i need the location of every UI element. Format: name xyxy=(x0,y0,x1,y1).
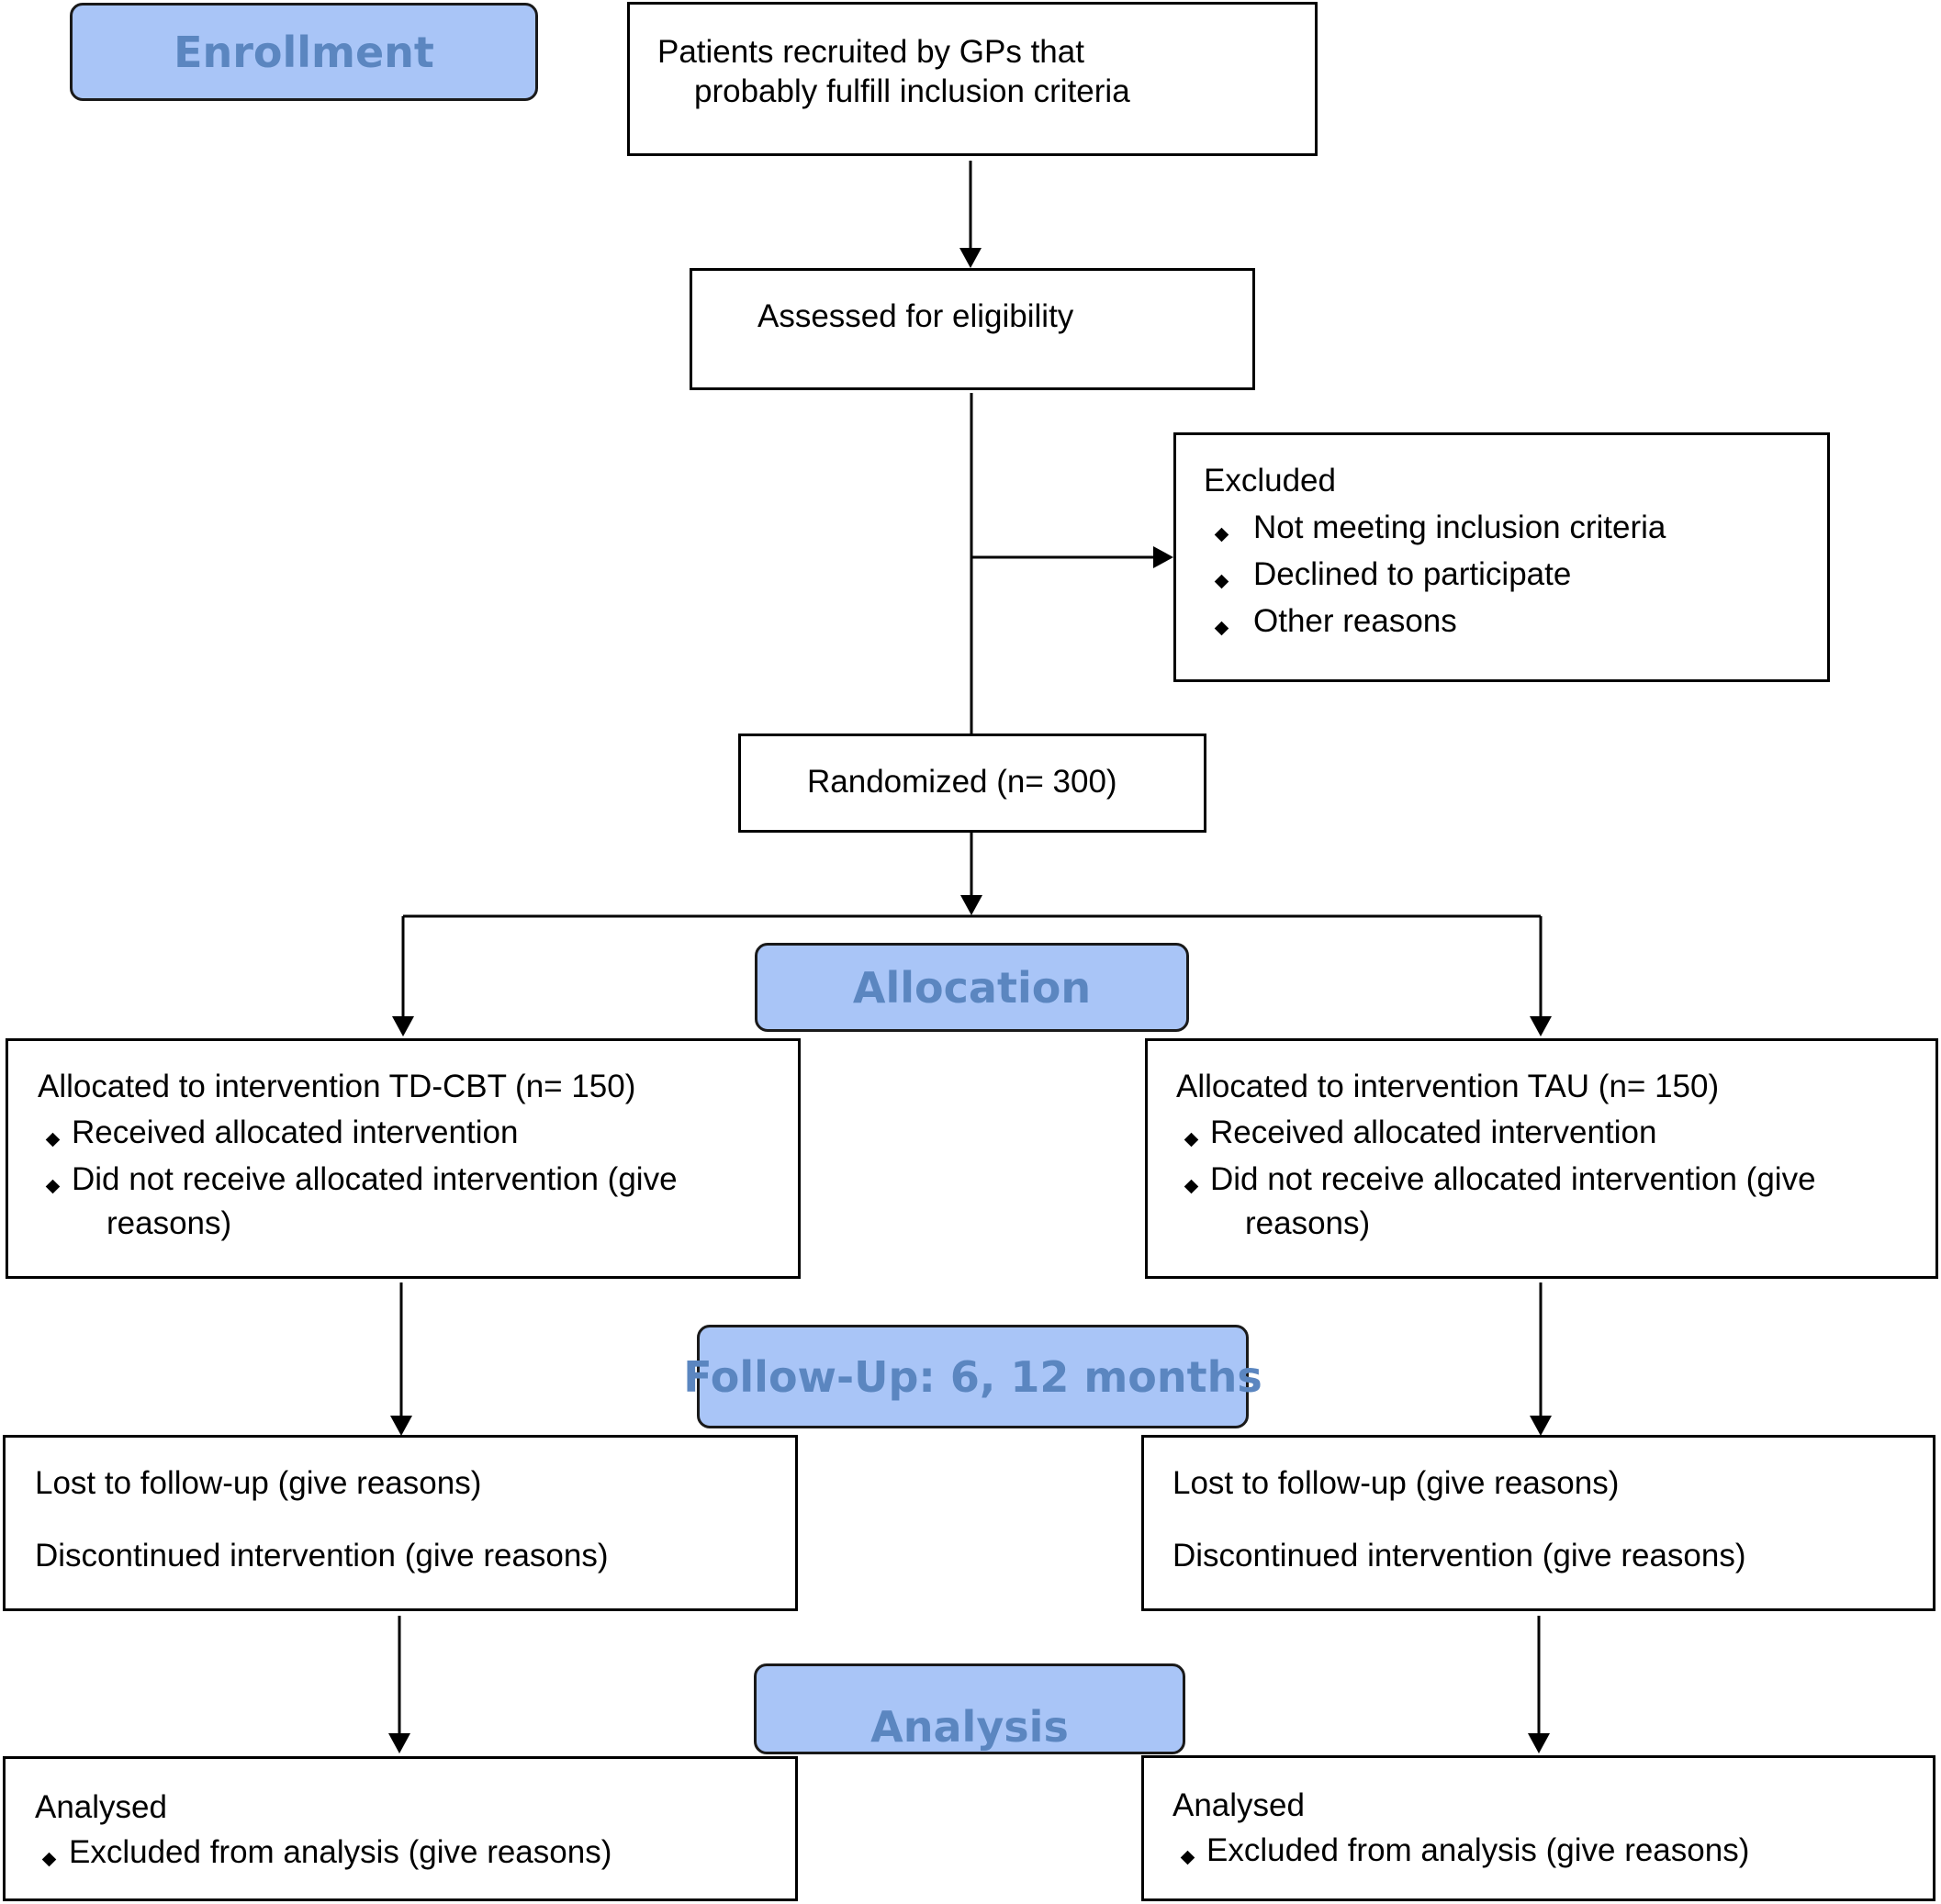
arrowhead-analysis-right xyxy=(1528,1733,1550,1753)
arrowhead-split xyxy=(960,895,982,915)
allocation-right-not-received: Did not receive allocated intervention (… xyxy=(1210,1161,1816,1197)
allocation-right-box: Allocated to intervention TAU (n= 150) R… xyxy=(1145,1038,1938,1279)
recruited-line-1: Patients recruited by GPs that xyxy=(657,34,1084,70)
followup-left-lost: Lost to follow-up (give reasons) xyxy=(35,1465,482,1501)
arrowhead-followup-right xyxy=(1530,1416,1552,1436)
excluded-item-not-meeting: Not meeting inclusion criteria xyxy=(1253,510,1666,545)
allocation-right-not-received-cont: reasons) xyxy=(1245,1205,1371,1241)
allocation-left-title: Allocated to intervention TD-CBT (n= 150… xyxy=(38,1069,636,1104)
excluded-box: Excluded Not meeting inclusion criteria … xyxy=(1173,432,1830,682)
analysis-left-title: Analysed xyxy=(35,1789,167,1825)
bullet-diamond-icon xyxy=(1184,1132,1199,1148)
randomized-label: Randomized (n= 300) xyxy=(807,764,1117,800)
assessed-label: Assessed for eligibility xyxy=(757,298,1074,334)
excluded-title: Excluded xyxy=(1204,463,1336,498)
excluded-item-other: Other reasons xyxy=(1253,603,1457,639)
randomized-box: Randomized (n= 300) xyxy=(738,734,1206,833)
phase-label-analysis: Analysis xyxy=(754,1663,1185,1754)
phase-label-allocation: Allocation xyxy=(755,943,1189,1032)
allocation-left-received: Received allocated intervention xyxy=(72,1114,519,1150)
bullet-diamond-icon xyxy=(41,1852,57,1867)
arrowhead-allocation-right xyxy=(1530,1016,1552,1036)
followup-right-box: Lost to follow-up (give reasons) Discont… xyxy=(1141,1435,1935,1611)
analysis-left-box: Analysed Excluded from analysis (give re… xyxy=(3,1756,798,1901)
followup-right-lost: Lost to follow-up (give reasons) xyxy=(1172,1465,1620,1501)
bullet-diamond-icon xyxy=(1214,574,1229,589)
arrowhead-followup-left xyxy=(390,1416,412,1436)
phase-label-follow-up: Follow-Up: 6, 12 months xyxy=(683,1325,1262,1428)
allocation-right-received: Received allocated intervention xyxy=(1210,1114,1657,1150)
allocation-right-title: Allocated to intervention TAU (n= 150) xyxy=(1176,1069,1720,1104)
recruited-line-2: probably fulfill inclusion criteria xyxy=(694,73,1130,109)
analysis-right-title: Analysed xyxy=(1172,1787,1305,1823)
bullet-diamond-icon xyxy=(1214,621,1229,636)
followup-left-discontinued: Discontinued intervention (give reasons) xyxy=(35,1538,609,1574)
arrowhead-excluded xyxy=(1153,546,1173,568)
followup-left-box: Lost to follow-up (give reasons) Discont… xyxy=(3,1435,798,1611)
arrowhead-allocation-left xyxy=(392,1016,414,1036)
bullet-diamond-icon xyxy=(1180,1850,1195,1865)
allocation-left-not-received-cont: reasons) xyxy=(107,1205,232,1241)
phase-label-enrollment: Enrollment xyxy=(70,3,538,101)
bullet-diamond-icon xyxy=(45,1132,61,1148)
arrowhead-analysis-left xyxy=(388,1733,410,1753)
arrowhead-assessed xyxy=(959,248,982,268)
bullet-diamond-icon xyxy=(1214,527,1229,543)
allocation-left-not-received: Did not receive allocated intervention (… xyxy=(72,1161,678,1197)
followup-right-discontinued: Discontinued intervention (give reasons) xyxy=(1172,1538,1746,1574)
analysis-right-box: Analysed Excluded from analysis (give re… xyxy=(1141,1755,1935,1901)
allocation-left-box: Allocated to intervention TD-CBT (n= 150… xyxy=(6,1038,801,1279)
excluded-item-declined: Declined to participate xyxy=(1253,556,1572,592)
recruited-box: Patients recruited by GPs that probably … xyxy=(627,2,1318,156)
assessed-box: Assessed for eligibility xyxy=(690,268,1255,390)
bullet-diamond-icon xyxy=(1184,1179,1199,1194)
analysis-right-excluded: Excluded from analysis (give reasons) xyxy=(1206,1832,1750,1868)
bullet-diamond-icon xyxy=(45,1179,61,1194)
analysis-left-excluded: Excluded from analysis (give reasons) xyxy=(69,1834,612,1870)
